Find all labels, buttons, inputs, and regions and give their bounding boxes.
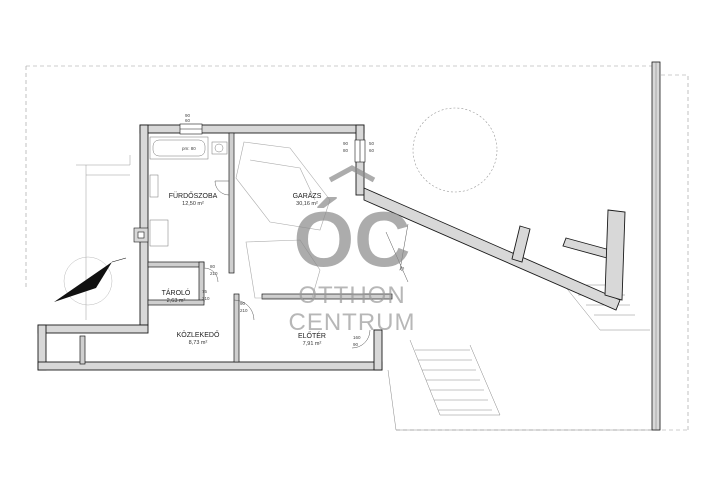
room-labels: FÜRDŐSZOBA 12,50 m² GARÁZS 30,16 m² TÁRO…	[162, 191, 326, 347]
dim-garage-b: 80	[343, 148, 349, 153]
room-area-tarolo: 2,63 m²	[167, 298, 186, 304]
dim-entry-a: 160	[353, 335, 361, 340]
left-steps	[76, 155, 131, 320]
dim-door-garage-a: 90	[240, 301, 246, 306]
dim-garage-d: 60	[369, 148, 375, 153]
interior-walls	[79, 132, 393, 365]
watermark-line1: OTTHON	[298, 282, 405, 309]
dim-garage-a: 90	[343, 141, 349, 146]
dim-tarolo-a: 75	[202, 289, 208, 294]
bathroom-fixtures	[149, 136, 228, 247]
dim-door-garage-b: 210	[240, 308, 248, 313]
dimensions: 90 60 pm: 80 90 80 50 60 75 210 80 210 9…	[182, 113, 406, 347]
dim-pm: pm: 80	[182, 146, 196, 151]
doors	[203, 180, 409, 349]
dim-window-b: 60	[185, 118, 191, 123]
dim-tarolo-b: 210	[202, 296, 210, 301]
room-area-kozlekedo: 8,73 m²	[189, 340, 208, 346]
chimney	[133, 227, 149, 243]
north-arrow-icon	[54, 256, 127, 306]
roof-chevron-icon	[328, 165, 376, 183]
dim-entry-b: 90	[353, 342, 359, 347]
watermark: ÓC OTTHON CENTRUM	[289, 165, 416, 336]
room-name-garazs: GARÁZS	[293, 191, 322, 200]
diagonal-wall	[363, 187, 626, 311]
room-name-kozlekedo: KÖZLEKEDŐ	[177, 330, 220, 339]
car-outlines	[235, 141, 331, 299]
room-name-tarolo: TÁROLÓ	[162, 288, 191, 297]
window-top	[179, 123, 203, 135]
dim-garage-c: 50	[369, 141, 375, 146]
dim-mid-b: 210	[210, 271, 218, 276]
circular-outline	[412, 107, 498, 193]
watermark-line2: CENTRUM	[289, 309, 416, 336]
room-area-furdoszoba: 12,50 m²	[182, 201, 204, 207]
dim-diag-door: 75	[399, 265, 406, 272]
room-area-eloter: 7,91 m²	[303, 341, 322, 347]
window-right	[354, 139, 366, 163]
room-name-eloter: ELŐTÉR	[298, 331, 326, 340]
room-area-garazs: 30,16 m²	[296, 201, 318, 207]
dim-window-a: 90	[185, 113, 191, 118]
dim-mid-a: 80	[210, 264, 216, 269]
watermark-logo: ÓC	[294, 195, 411, 283]
room-name-furdoszoba: FÜRDŐSZOBA	[169, 191, 218, 200]
east-wall	[651, 61, 661, 431]
